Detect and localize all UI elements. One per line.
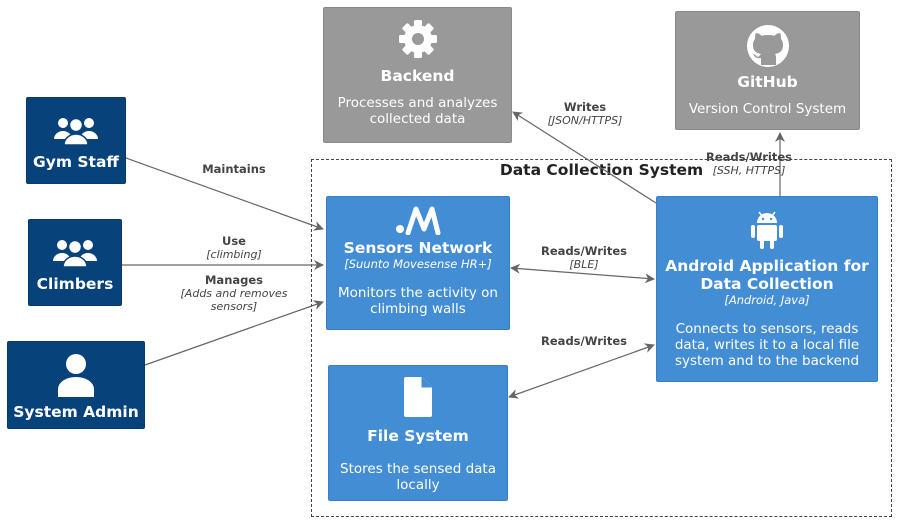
actor-system-admin[interactable]: System Admin — [7, 341, 145, 429]
android-title-1: Android Application for — [665, 257, 869, 275]
android-icon — [751, 211, 783, 249]
android-desc-3: system and to the backend — [674, 353, 860, 369]
backend-desc-1: Processes and analyzes — [337, 95, 498, 111]
edge-writes-backend — [512, 111, 657, 204]
filesystem-title: File System — [367, 427, 469, 445]
label-use: Use [climbing] — [194, 234, 274, 261]
file-icon — [404, 377, 432, 417]
container-file-system[interactable]: File System Stores the sensed data local… — [328, 365, 508, 501]
container-sensors-network[interactable]: Sensors Network [Suunto Movesense HR+] M… — [326, 196, 510, 330]
system-github[interactable]: GitHub Version Control System — [675, 11, 860, 130]
filesystem-desc-2: locally — [396, 477, 440, 493]
users-icon — [54, 117, 98, 145]
sensors-tech: [Suunto Movesense HR+] — [344, 257, 492, 271]
maintains-text: Maintains — [202, 162, 266, 176]
github-rw-text: Reads/Writes — [706, 150, 792, 164]
github-title: GitHub — [737, 73, 798, 91]
backend-title: Backend — [380, 67, 455, 85]
user-icon — [58, 354, 94, 397]
edge-sensors-rw — [510, 263, 655, 284]
users-icon — [53, 239, 97, 267]
sensors-rw-text: Reads/Writes — [541, 244, 627, 258]
github-rw-tech: [SSH, HTTPS] — [712, 164, 786, 177]
system-boundary: Data Collection System — [311, 159, 892, 517]
label-sensors-rw: Reads/Writes [BLE] — [536, 244, 632, 271]
android-title-2: Data Collection — [700, 275, 834, 293]
android-tech: [Android, Java] — [724, 293, 810, 307]
android-desc-1: Connects to sensors, reads — [675, 321, 859, 337]
use-tech: [climbing] — [206, 248, 262, 261]
fs-rw-text: Reads/Writes — [541, 334, 627, 348]
manages-tech-1: [Adds and removes — [180, 287, 288, 300]
system-backend[interactable]: Backend Processes and analyzes collected… — [323, 7, 512, 143]
writes-tech: [JSON/HTTPS] — [547, 114, 623, 127]
manages-tech-2: sensors] — [210, 300, 258, 313]
boundary-label: Data Collection System — [499, 161, 704, 179]
android-desc-2: data, writes it to a local file — [674, 337, 860, 353]
manages-text: Manages — [204, 273, 264, 287]
sensors-title: Sensors Network — [343, 239, 493, 257]
label-github: Reads/Writes [SSH, HTTPS] — [700, 150, 798, 177]
actor-climbers[interactable]: Climbers — [28, 219, 122, 306]
climbers-title: Climbers — [36, 275, 114, 293]
gear-icon — [398, 20, 437, 58]
edge-maintains — [125, 157, 324, 231]
label-maintains: Maintains — [194, 162, 274, 176]
system-admin-title: System Admin — [13, 403, 139, 421]
use-text: Use — [222, 234, 246, 248]
github-icon — [746, 25, 789, 67]
edge-manages — [144, 300, 324, 366]
writes-text: Writes — [563, 100, 607, 114]
actor-gym-staff[interactable]: Gym Staff — [26, 97, 126, 184]
sensors-desc-1: Monitors the activity on — [338, 285, 498, 301]
container-android-app[interactable]: Android Application for Data Collection … — [656, 196, 878, 382]
label-manages: Manages [Adds and removes sensors] — [168, 273, 300, 313]
github-desc: Version Control System — [688, 101, 847, 117]
sensors-desc-2: climbing walls — [370, 301, 466, 317]
filesystem-desc-1: Stores the sensed data — [340, 461, 496, 477]
edge-fs-rw — [508, 343, 655, 399]
sensors-rw-tech: [BLE] — [569, 258, 599, 271]
movesense-logo-icon — [396, 206, 441, 235]
label-fs-rw: Reads/Writes — [536, 334, 632, 348]
backend-desc-2: collected data — [369, 111, 466, 127]
label-writes-backend: Writes [JSON/HTTPS] — [537, 100, 633, 127]
gym-staff-title: Gym Staff — [33, 153, 119, 171]
